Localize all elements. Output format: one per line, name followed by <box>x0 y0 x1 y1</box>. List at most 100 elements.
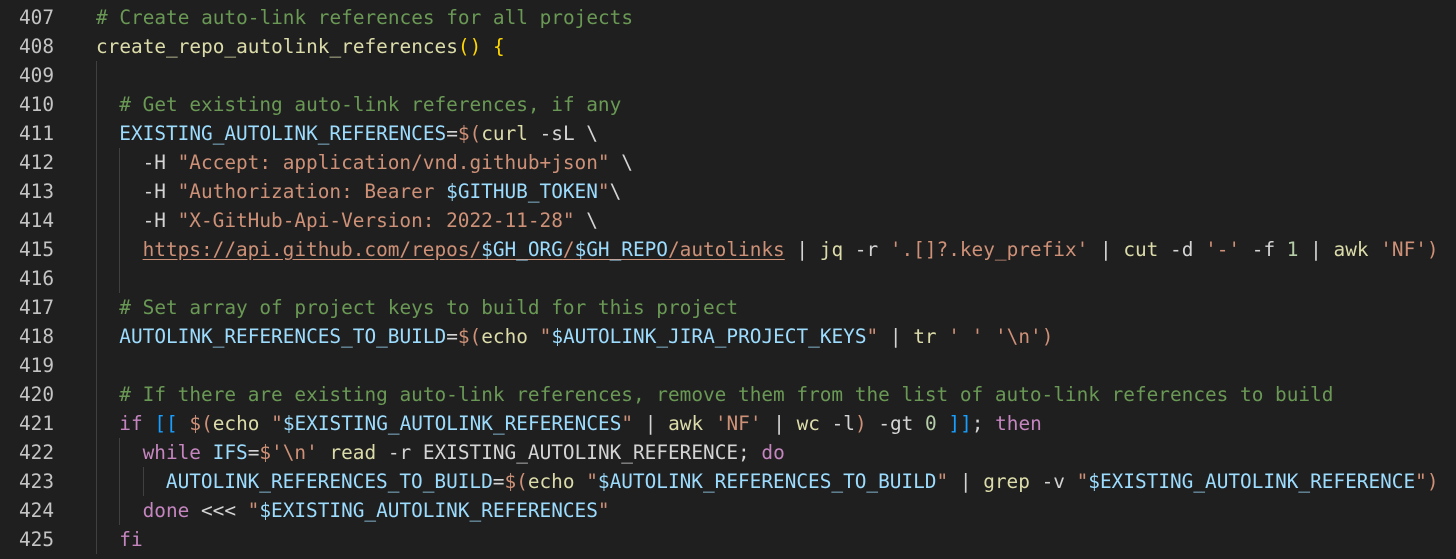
code-token: # Create auto-link references for all pr… <box>96 6 634 29</box>
code-token: $EXISTING_AUTOLINK_REFERENCE <box>1088 470 1416 493</box>
code-line[interactable]: 410# Get existing auto-link references, … <box>0 90 1456 119</box>
code-text: fi <box>119 525 142 554</box>
indent-guide <box>96 177 97 206</box>
indent-guide <box>96 235 97 264</box>
code-token: grep <box>983 470 1030 493</box>
code-token <box>259 412 271 435</box>
code-line[interactable]: 424 done <<< "$EXISTING_AUTOLINK_REFERENC… <box>0 496 1456 525</box>
code-token: $AUTOLINK_JIRA_PROJECT_KEYS <box>551 325 867 348</box>
code-text: AUTOLINK_REFERENCES_TO_BUILD=$(echo "$AU… <box>119 322 1053 351</box>
code-token: | <box>1298 238 1334 261</box>
code-token: " <box>936 470 949 493</box>
line-number: 421 <box>18 412 54 435</box>
code-token: ") <box>1415 470 1439 493</box>
code-token: \ <box>574 209 598 232</box>
code-token: " <box>621 412 634 435</box>
line-number: 424 <box>18 499 54 522</box>
indent-guide <box>96 90 97 119</box>
line-number: 420 <box>18 383 54 406</box>
code-line[interactable]: 418 AUTOLINK_REFERENCES_TO_BUILD=$(echo "… <box>0 322 1456 351</box>
line-number: 425 <box>18 528 54 551</box>
code-line[interactable]: 407# Create auto-link references for all… <box>0 3 1456 32</box>
code-token <box>703 412 715 435</box>
code-token: -H <box>142 180 178 203</box>
indent-guide <box>96 61 97 90</box>
code-token: ' ' <box>948 325 984 348</box>
indent-guide <box>119 235 121 264</box>
code-token: wc <box>796 412 820 435</box>
code-token: = <box>446 325 458 348</box>
code-text: while IFS=$'\n' read -r EXISTING_AUTOLIN… <box>143 438 785 467</box>
code-line[interactable]: 425 fi <box>0 525 1456 554</box>
code-token: IFS <box>212 441 248 464</box>
line-number: 408 <box>18 35 54 58</box>
code-token: $( <box>189 412 213 435</box>
line-number: 417 <box>18 296 54 319</box>
code-token: echo <box>527 470 575 493</box>
code-token: "Authorization: Bearer <box>177 180 447 203</box>
code-token: -H <box>142 151 178 174</box>
code-token <box>1369 238 1381 261</box>
code-token: 0 <box>925 412 937 435</box>
indent-guide <box>96 264 97 293</box>
code-token <box>201 441 213 464</box>
code-text: -H "X-GitHub-Api-Version: 2022-11-28" \ <box>143 206 598 235</box>
code-token: EXISTING_AUTOLINK_REFERENCES <box>119 122 447 145</box>
line-number: 419 <box>18 354 54 377</box>
code-token: then <box>995 412 1042 435</box>
code-token: tr <box>913 325 937 348</box>
code-token: '.[]?.key_prefix' <box>889 238 1089 261</box>
code-token: | <box>784 238 820 261</box>
code-token: 1 <box>1286 238 1299 261</box>
code-token: | <box>633 412 669 435</box>
code-token: $GH_REPO <box>574 238 668 261</box>
code-line[interactable]: 409 <box>0 61 1456 90</box>
indent-guide <box>119 467 121 496</box>
code-token: echo <box>212 412 260 435</box>
code-token: AUTOLINK_REFERENCES_TO_BUILD <box>119 325 447 348</box>
code-token: 'NF' <box>714 412 762 435</box>
code-line[interactable]: 413-H "Authorization: Bearer $GITHUB_TOK… <box>0 177 1456 206</box>
code-text: # Set array of project keys to build for… <box>119 293 738 322</box>
code-line[interactable]: 420 # If there are existing auto-link ref… <box>0 380 1456 409</box>
code-token: [[ <box>154 412 178 435</box>
code-token: $EXISTING_AUTOLINK_REFERENCES <box>282 412 622 435</box>
code-token: done <box>142 499 190 522</box>
code-token: " <box>866 325 879 348</box>
line-number: 413 <box>18 180 54 203</box>
code-token: create_repo_autolink_references <box>96 35 458 58</box>
line-number: 410 <box>18 93 54 116</box>
code-token: -f <box>1240 238 1287 261</box>
code-token: -r EXISTING_AUTOLINK_REFERENCE; <box>376 441 762 464</box>
code-token <box>575 470 587 493</box>
code-text: done <<< "$EXISTING_AUTOLINK_REFERENCES" <box>143 496 610 525</box>
code-token: $EXISTING_AUTOLINK_REFERENCES <box>259 499 598 522</box>
code-token: read <box>329 441 377 464</box>
code-token: echo <box>481 325 528 348</box>
code-token: \ <box>609 180 622 203</box>
code-token: cut <box>1123 238 1159 261</box>
indent-guide <box>96 467 97 496</box>
code-token: -v <box>1029 470 1077 493</box>
code-line[interactable]: 414-H "X-GitHub-Api-Version: 2022-11-28"… <box>0 206 1456 235</box>
code-token <box>983 325 995 348</box>
code-token: -gt <box>866 412 926 435</box>
code-token: | <box>878 325 914 348</box>
code-line[interactable]: 417 # Set array of project keys to build … <box>0 293 1456 322</box>
code-token: # Set array of project keys to build for… <box>119 296 739 319</box>
code-token: awk <box>1333 238 1369 261</box>
line-number: 418 <box>18 325 54 348</box>
code-token: " <box>539 325 552 348</box>
code-token: # If there are existing auto-link refere… <box>119 383 1334 406</box>
code-token: = <box>446 122 458 145</box>
code-line[interactable]: 412-H "Accept: application/vnd.github+js… <box>0 148 1456 177</box>
code-line[interactable]: 416 <box>0 264 1456 293</box>
code-line[interactable]: 419 <box>0 351 1456 380</box>
